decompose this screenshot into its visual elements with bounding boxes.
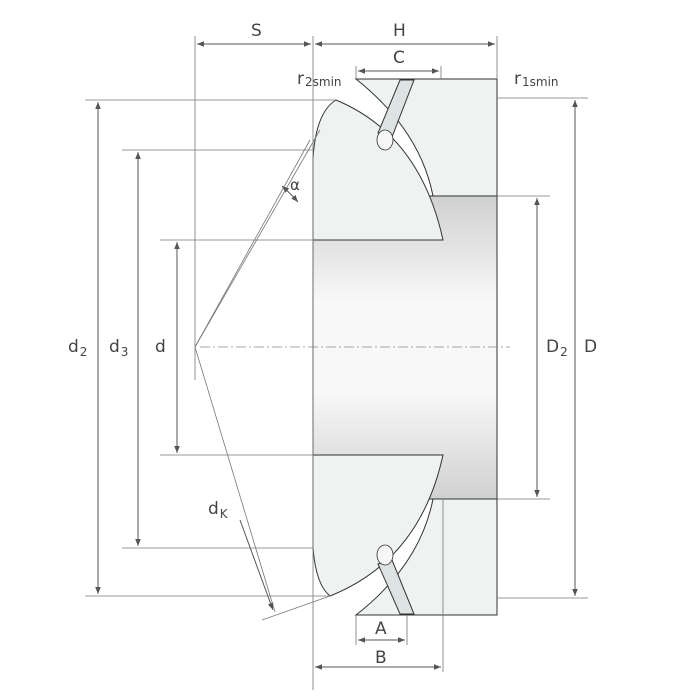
inner-ring-bore [312, 195, 498, 500]
label-d: d [155, 337, 166, 357]
label-r2smin: r2smin [297, 69, 342, 89]
label-A: A [375, 619, 387, 639]
label-D2: D2 [546, 337, 568, 359]
label-C: C [393, 48, 405, 68]
inner-ring-bottom [312, 454, 444, 597]
label-d2: d2 [68, 337, 87, 359]
dim-dK [239, 519, 274, 611]
inner-ring-top [312, 99, 444, 241]
extension-lines [85, 36, 588, 690]
label-d3: d3 [109, 337, 128, 359]
seal-lip-top [376, 129, 394, 151]
dimension-lines [95, 41, 578, 670]
label-r1smin: r1smin [514, 69, 559, 89]
label-alpha: α [290, 176, 300, 194]
seal-lip-bottom [376, 544, 394, 566]
label-dK: dK [208, 499, 229, 521]
label-H: H [393, 21, 406, 41]
construction-lines [194, 129, 331, 621]
label-B: B [375, 648, 387, 668]
label-D: D [584, 337, 597, 357]
dim-alpha [281, 185, 299, 203]
label-S: S [251, 21, 262, 41]
